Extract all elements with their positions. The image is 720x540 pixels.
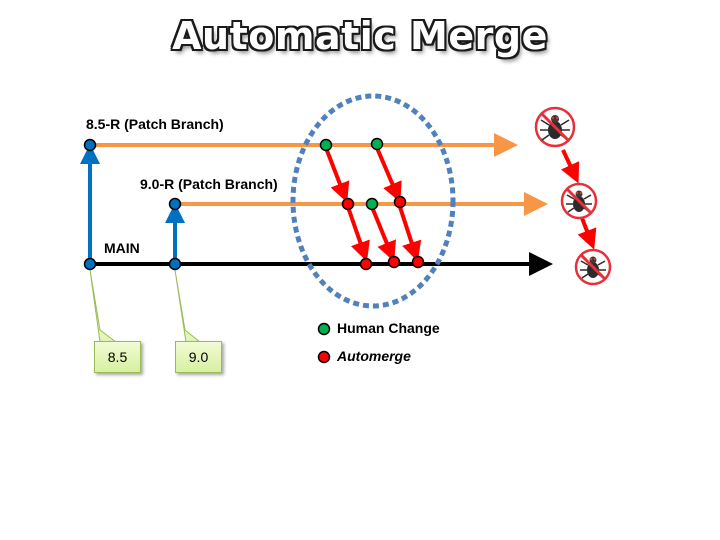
merge-arrow: [346, 206, 370, 262]
no-bug-icon: [560, 182, 598, 220]
callout-pointer-9-0: [174, 269, 202, 343]
slide-title: Automatic Merge: [172, 14, 548, 58]
no-bug-icon: [534, 106, 576, 148]
legend-automerge: Automerge: [337, 348, 411, 364]
branch-label-9-0: 9.0-R (Patch Branch): [140, 176, 278, 192]
legend-human-change: Human Change: [337, 320, 440, 336]
merge-arrow: [370, 206, 396, 262]
no-bug-icon: [574, 248, 612, 286]
branch-label-8-5: 8.5-R (Patch Branch): [86, 116, 224, 132]
merge-arrow: [375, 147, 402, 203]
node-automerge: [411, 255, 425, 269]
node-human-change: [365, 197, 379, 211]
node-branch-point: [168, 197, 182, 211]
merge-arrow: [324, 147, 350, 203]
bug-chain-arrow: [561, 149, 580, 184]
branch-label-main: MAIN: [104, 240, 140, 256]
bug-chain-arrow: [577, 217, 597, 250]
node-branch-point: [83, 138, 97, 152]
node-branch-point: [83, 257, 97, 271]
callout-pointer-8-5: [89, 269, 118, 343]
automerge-region-ellipse: [290, 93, 456, 309]
version-callout-8-5: 8.5: [94, 341, 141, 373]
merge-arrow: [398, 206, 422, 262]
legend-human-dot: [317, 322, 331, 336]
node-automerge: [341, 197, 355, 211]
node-automerge: [393, 195, 407, 209]
node-automerge: [387, 255, 401, 269]
node-human-change: [370, 137, 384, 151]
node-human-change: [319, 138, 333, 152]
version-callout-9-0: 9.0: [175, 341, 222, 373]
node-branch-point: [168, 257, 182, 271]
node-automerge: [359, 257, 373, 271]
legend-automerge-dot: [317, 350, 331, 364]
